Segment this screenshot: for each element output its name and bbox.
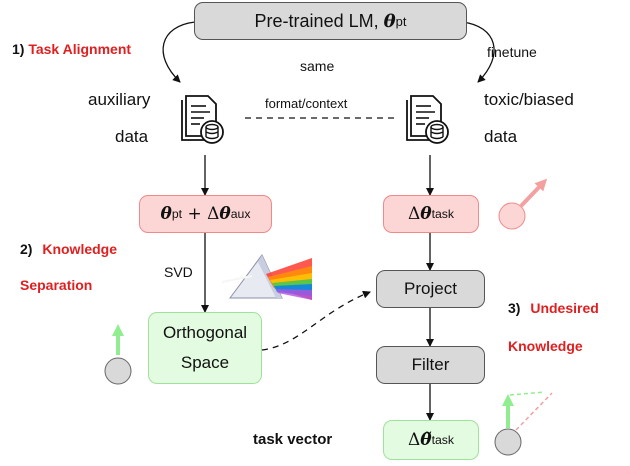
step3-line1: Undesired bbox=[530, 300, 599, 316]
filter-box: Filter bbox=[376, 346, 485, 384]
finetune-label: finetune bbox=[487, 44, 537, 60]
svd-label: SVD bbox=[164, 264, 193, 280]
theta-sub: task bbox=[431, 207, 455, 221]
theta-symbol: θ bbox=[383, 10, 396, 32]
theta-sub-1: pt bbox=[171, 207, 183, 221]
pink-dashed-vector bbox=[515, 392, 553, 431]
data-left-label: data bbox=[115, 127, 149, 146]
delta-symbol: Δ bbox=[407, 204, 421, 224]
toxic-biased-label: toxic/biased bbox=[484, 90, 574, 109]
plus-delta: + Δ bbox=[182, 204, 220, 224]
project-box: Project bbox=[376, 270, 485, 308]
same-label: same bbox=[300, 58, 335, 74]
step2-label: 2) Knowledge bbox=[20, 241, 117, 257]
pretrained-text: Pre-trained LM, bbox=[254, 10, 384, 31]
theta-symbol-2: θ bbox=[219, 204, 231, 224]
theta-symbol-1: θ bbox=[160, 204, 172, 224]
step2-line2: Separation bbox=[20, 277, 93, 293]
step3-number: 3) bbox=[508, 300, 521, 316]
step1-label: 1) Task Alignment bbox=[12, 41, 131, 57]
theta-sub: task bbox=[431, 433, 455, 447]
document-database-icon bbox=[181, 95, 224, 144]
project-label: Project bbox=[404, 279, 457, 298]
filter-label: Filter bbox=[411, 355, 450, 374]
orthogonal-line1: Orthogonal bbox=[162, 323, 248, 342]
green-dashed-diagonal bbox=[509, 391, 546, 396]
theta-sub-2: aux bbox=[230, 207, 251, 221]
auxiliary-label: auxiliary bbox=[88, 90, 151, 109]
prism-icon bbox=[221, 254, 312, 300]
orthogonal-line2: Space bbox=[180, 353, 230, 372]
step1-text: Task Alignment bbox=[28, 41, 132, 57]
vector-origin-pink bbox=[498, 202, 526, 230]
finetune-arrow-right bbox=[461, 21, 495, 83]
step2-number: 2) bbox=[20, 241, 33, 257]
document-database-icon bbox=[406, 95, 449, 144]
pink-vector bbox=[519, 178, 548, 208]
theta-symbol: θ bbox=[420, 204, 432, 224]
vector-origin-bottom-right bbox=[494, 428, 522, 456]
orthogonal-to-project bbox=[261, 290, 371, 351]
theta-tilde-symbol: θ̃ bbox=[420, 430, 432, 450]
task-vector-label: task vector bbox=[253, 431, 333, 448]
step2-line1: Knowledge bbox=[42, 241, 118, 257]
same-arrow-left bbox=[162, 21, 196, 83]
step3-line2: Knowledge bbox=[508, 338, 583, 354]
format-context-label: format/context bbox=[265, 96, 348, 111]
step1-number: 1) bbox=[12, 41, 25, 57]
delta-symbol: Δ bbox=[407, 430, 421, 450]
vector-origin-left bbox=[104, 357, 132, 385]
data-right-label: data bbox=[484, 127, 518, 146]
orthogonal-space-box: Orthogonal Space bbox=[148, 312, 262, 384]
theta-sub: pt bbox=[395, 13, 407, 29]
step3-label: 3) Undesired bbox=[508, 300, 599, 316]
